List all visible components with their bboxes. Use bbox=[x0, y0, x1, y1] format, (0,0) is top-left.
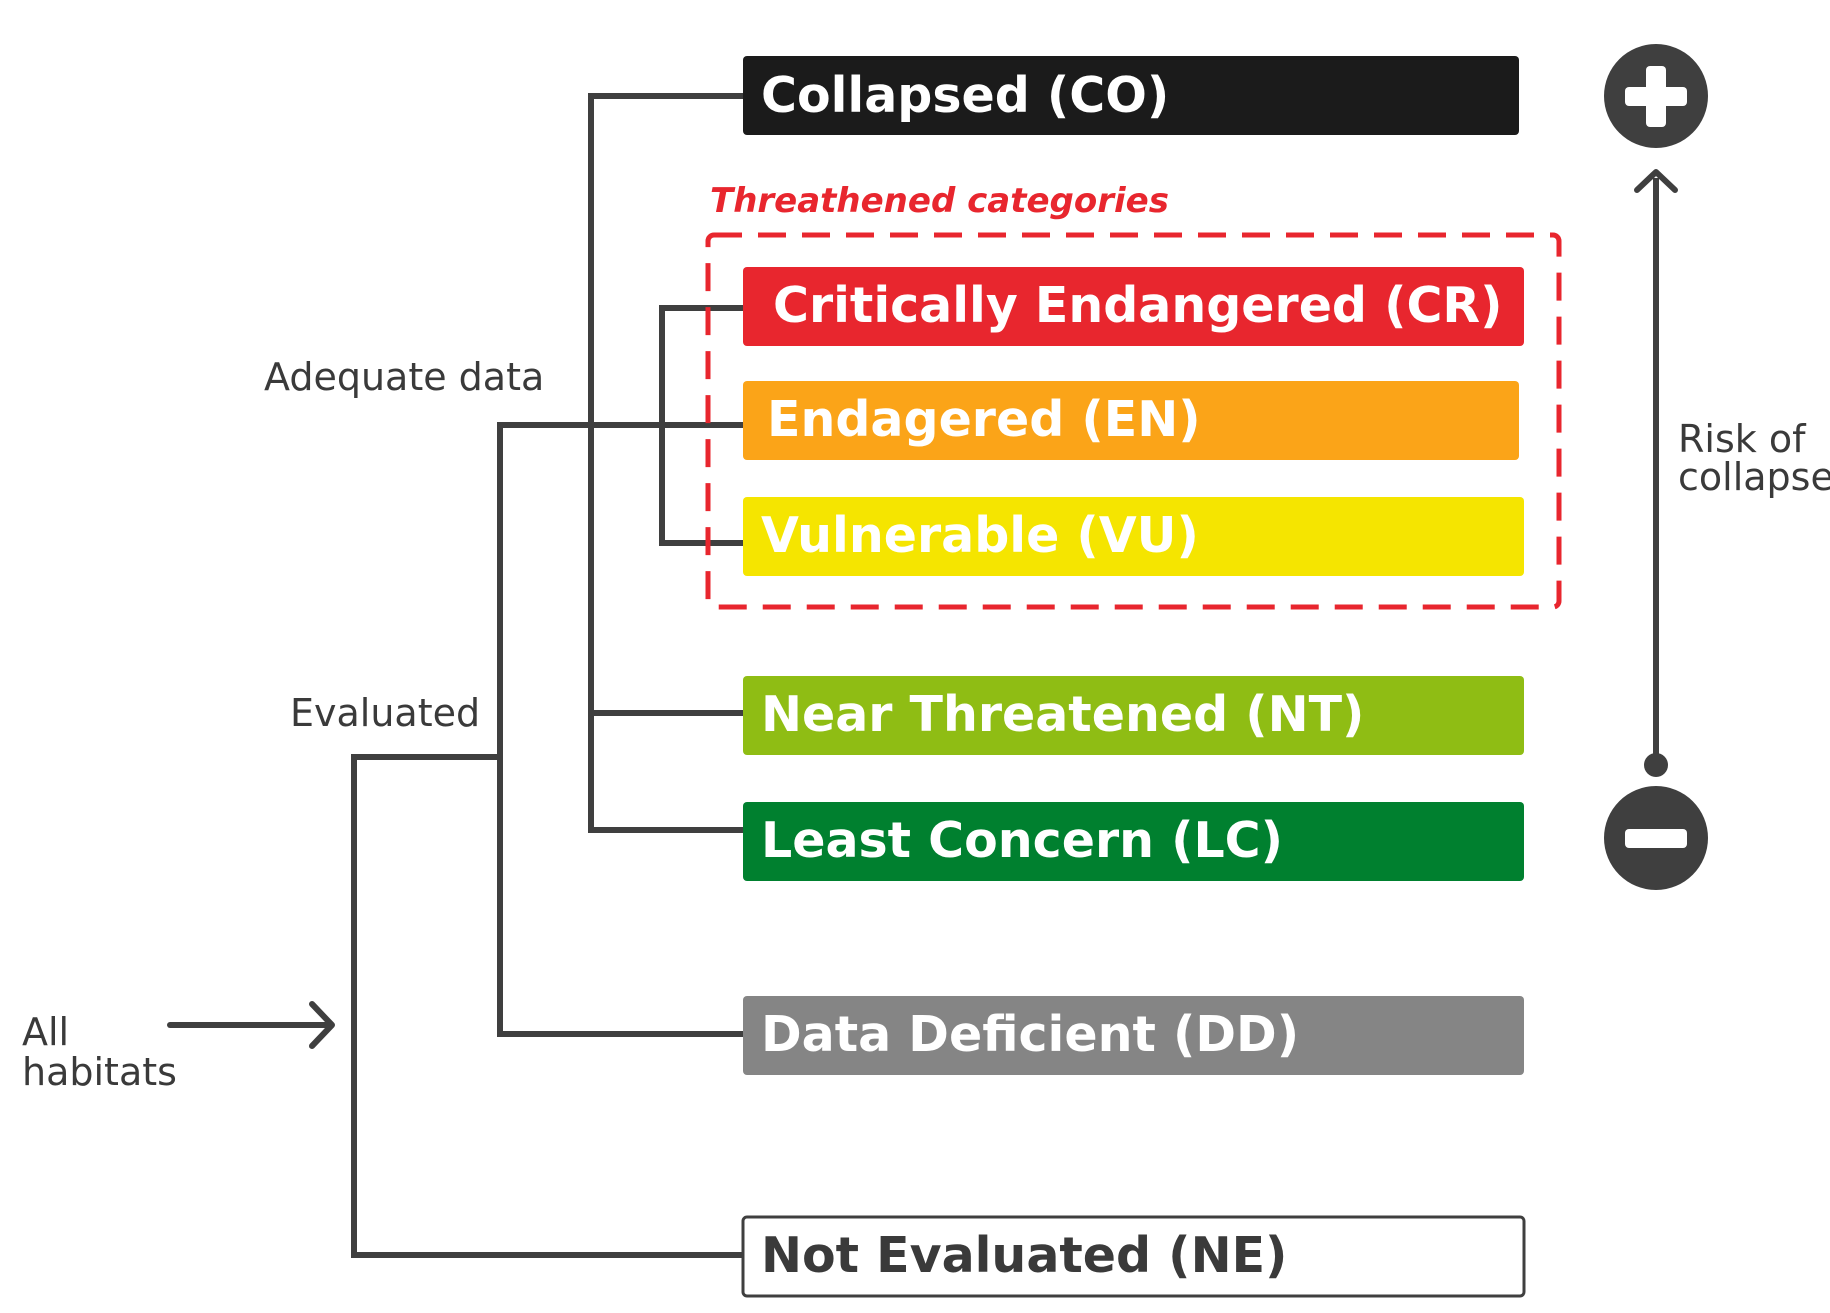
category-label: Not Evaluated (NE) bbox=[761, 1227, 1287, 1284]
category-cr: Critically Endangered (CR) bbox=[743, 267, 1524, 346]
category-nt: Near Threatened (NT) bbox=[743, 676, 1524, 755]
plus-circle-icon bbox=[1604, 44, 1708, 148]
risk-axis bbox=[1634, 169, 1678, 777]
category-vu: Vulnerable (VU) bbox=[743, 497, 1524, 576]
arrow-right-icon bbox=[167, 1001, 335, 1049]
risk-label-line2: collapse bbox=[1678, 455, 1830, 499]
category-lc: Least Concern (LC) bbox=[743, 802, 1524, 881]
category-bar bbox=[743, 56, 1519, 135]
threatened-box bbox=[705, 232, 1562, 610]
category-label: Endagered (EN) bbox=[767, 391, 1201, 448]
connector-adequate bbox=[588, 93, 743, 833]
category-label: Near Threatened (NT) bbox=[761, 686, 1364, 743]
axis-end-dot bbox=[1644, 753, 1668, 777]
category-label: Data Deficient (DD) bbox=[761, 1006, 1299, 1063]
category-bar bbox=[743, 267, 1524, 346]
all-habitats-label-line2: habitats bbox=[22, 1050, 177, 1094]
risk-label-line1: Risk of bbox=[1678, 417, 1807, 461]
category-label: Vulnerable (VU) bbox=[761, 507, 1199, 564]
category-bar bbox=[743, 381, 1519, 460]
category-en: Endagered (EN) bbox=[743, 381, 1519, 460]
evaluated-label: Evaluated bbox=[290, 691, 480, 735]
category-co: Collapsed (CO) bbox=[743, 56, 1519, 135]
tree-connectors bbox=[351, 93, 743, 1258]
connector-threatened bbox=[659, 305, 743, 546]
category-bar bbox=[743, 497, 1524, 576]
connector-root bbox=[351, 754, 743, 1258]
category-label: Critically Endangered (CR) bbox=[773, 277, 1503, 334]
adequate-data-label: Adequate data bbox=[264, 355, 544, 399]
threatened-label: Threathened categories bbox=[710, 181, 1169, 221]
category-label: Collapsed (CO) bbox=[761, 67, 1169, 124]
all-habitats-label-line1: All bbox=[22, 1010, 69, 1054]
category-bar bbox=[741, 1215, 1526, 1298]
minus-circle-icon bbox=[1604, 786, 1708, 890]
connector-evaluated bbox=[497, 422, 743, 1037]
category-dd: Data Deficient (DD) bbox=[743, 996, 1524, 1075]
category-bar bbox=[743, 802, 1524, 881]
category-ne: Not Evaluated (NE) bbox=[741, 1215, 1526, 1298]
category-label: Least Concern (LC) bbox=[761, 812, 1283, 869]
category-bar bbox=[743, 676, 1524, 755]
arrow-up-head bbox=[1634, 169, 1678, 193]
category-bar bbox=[743, 996, 1524, 1075]
